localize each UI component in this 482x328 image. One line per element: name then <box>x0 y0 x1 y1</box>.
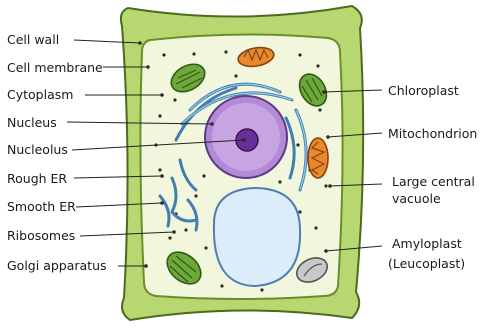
label-large-central-vacuole-line1: Large central <box>392 174 475 189</box>
label-ribosomes: Ribosomes <box>7 228 75 243</box>
label-nucleus: Nucleus <box>7 115 57 130</box>
label-cell-wall: Cell wall <box>7 32 59 47</box>
label-smooth-er: Smooth ER <box>7 199 76 214</box>
mitochondrion-right <box>308 138 328 178</box>
label-cell-membrane: Cell membrane <box>7 60 103 75</box>
label-rough-er: Rough ER <box>7 171 67 186</box>
label-golgi-apparatus: Golgi apparatus <box>7 258 107 273</box>
label-large-central-vacuole-line2: vacuole <box>392 191 441 206</box>
vacuole-shape <box>214 188 300 286</box>
label-amyloplast-line2: (Leucoplast) <box>388 256 465 271</box>
label-mitochondrion: Mitochondrion <box>388 126 477 141</box>
label-nucleolus: Nucleolus <box>7 142 68 157</box>
label-chloroplast: Chloroplast <box>388 83 459 98</box>
label-cytoplasm: Cytoplasm <box>7 87 73 102</box>
label-amyloplast-line1: Amyloplast <box>392 236 462 251</box>
